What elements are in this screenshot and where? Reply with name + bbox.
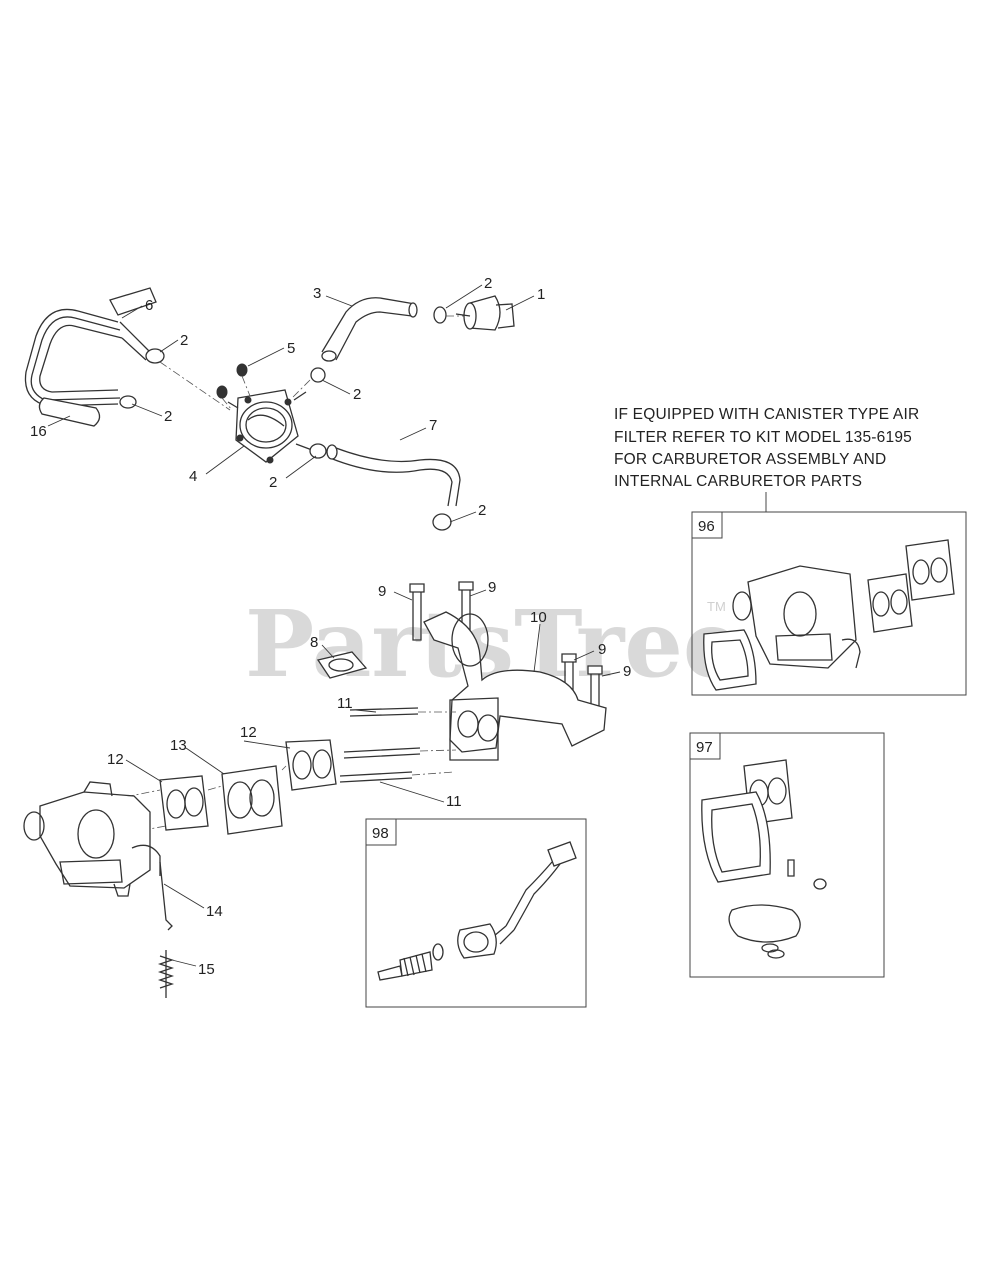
kit-97-label: 97	[696, 739, 713, 756]
callout-2: 2	[164, 408, 172, 425]
intake-carburetor-group	[23, 581, 607, 998]
note-line-2: FILTER REFER TO KIT MODEL 135-6195	[614, 429, 912, 446]
callout-9: 9	[488, 579, 496, 596]
callout-2: 2	[484, 275, 492, 292]
kit-96-box: 96	[691, 511, 967, 696]
callout-15: 15	[198, 961, 215, 978]
note-line-1: IF EQUIPPED WITH CANISTER TYPE AIR	[614, 406, 919, 423]
callout-2: 2	[180, 332, 188, 349]
callout-2: 2	[478, 502, 486, 519]
callout-11: 11	[337, 695, 353, 712]
callout-16: 16	[30, 423, 47, 440]
callout-12: 12	[240, 724, 257, 741]
callout-7: 7	[429, 417, 437, 434]
kit-96-label: 96	[698, 518, 715, 535]
callout-4: 4	[189, 468, 197, 485]
kit-98-box: 98	[365, 818, 587, 1008]
callout-2: 2	[269, 474, 277, 491]
watermark-trademark: TM	[707, 599, 726, 614]
note-line-4: INTERNAL CARBURETOR PARTS	[614, 473, 862, 490]
callout-5: 5	[287, 340, 295, 357]
callout-9: 9	[598, 641, 606, 658]
note-line-3: FOR CARBURETOR ASSEMBLY AND	[614, 451, 886, 468]
callout-3: 3	[313, 285, 321, 302]
callout-14: 14	[206, 903, 223, 920]
fuel-pump-group	[24, 287, 515, 531]
callout-13: 13	[170, 737, 187, 754]
callout-10: 10	[530, 609, 547, 626]
callout-2: 2	[353, 386, 361, 403]
callout-6: 6	[145, 297, 153, 314]
callout-12: 12	[107, 751, 124, 768]
kit-97-box: 97	[689, 732, 885, 978]
callout-1: 1	[537, 286, 545, 303]
callout-9: 9	[378, 583, 386, 600]
callout-11: 11	[446, 793, 462, 810]
carburetor-note: IF EQUIPPED WITH CANISTER TYPE AIR FILTE…	[614, 406, 919, 512]
callout-8: 8	[310, 634, 318, 651]
callout-labels: 1 2 3 2 6 2 5 2 16 4 2 7 2 9 9 8 10 9	[30, 275, 631, 978]
callout-9: 9	[623, 663, 631, 680]
kit-98-label: 98	[372, 825, 389, 842]
